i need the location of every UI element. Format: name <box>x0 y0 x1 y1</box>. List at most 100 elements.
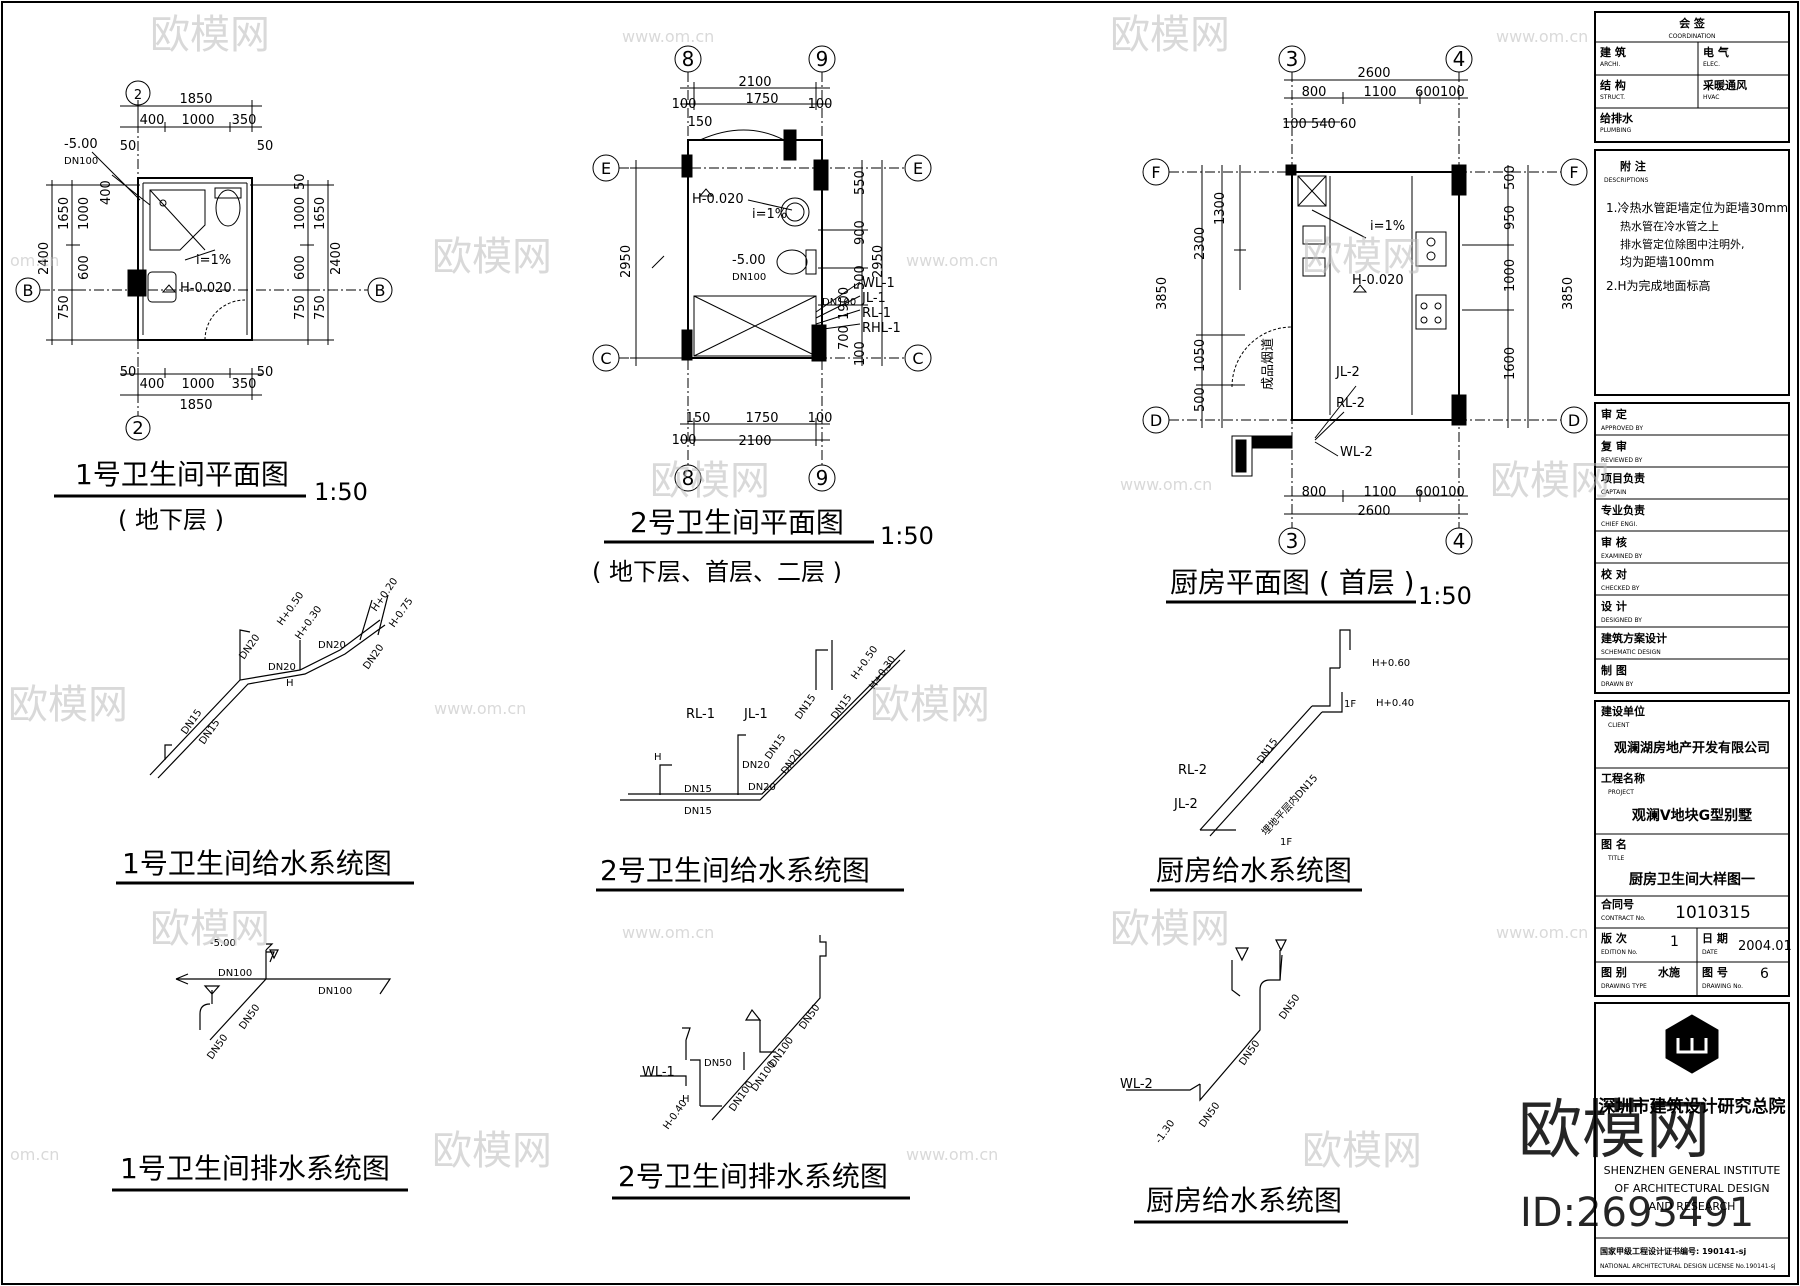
dim-1650-left: 1650 <box>57 197 72 230</box>
tb-elec-en: ELEC. <box>1703 61 1720 68</box>
tb-chief-en: CHIEF ENGI. <box>1601 521 1637 528</box>
bathroom1-plan-labels: 2 2 B B 1850 400 1000 350 50 50 400 1000… <box>23 88 386 439</box>
dim-800-bottom: 800 <box>1302 485 1327 500</box>
bathroom1-plan-title: 1号卫生间平面图 ( 地下层 ) 1:50 <box>54 458 368 534</box>
dim-600100-top: 600100 <box>1415 85 1465 100</box>
dim-3850-left: 3850 <box>1155 277 1170 310</box>
tb-contract-en: CONTRACT No. <box>1601 915 1646 922</box>
pipe-rl2: RL-2 <box>1336 396 1365 411</box>
tb-notes: 附 注 <box>1620 159 1646 173</box>
dim-150-bottom: 150 <box>686 411 711 426</box>
dim-100-bottom-right: 100 <box>808 411 833 426</box>
tb-dno-en: DRAWING No. <box>1702 983 1743 990</box>
dim-950-right: 950 <box>1503 205 1518 230</box>
dim-350-bottom: 350 <box>232 377 257 392</box>
tb-institute-en1: SHENZHEN GENERAL INSTITUTE <box>1604 1164 1781 1177</box>
tb-institute-en2: OF ARCHITECTURAL DESIGN <box>1614 1182 1769 1195</box>
b1d-m500: -5.00 <box>210 938 236 949</box>
tb-designed: 设 计 <box>1601 599 1627 613</box>
pipe-rl1: RL-1 <box>862 306 891 321</box>
b2-drain-system <box>640 935 827 1121</box>
kitchen-plan <box>1142 45 1588 555</box>
tb-examined-en: EXAMINED BY <box>1601 553 1643 560</box>
ks-1f-top: 1F <box>1344 699 1356 710</box>
watermark-site-1: www.om.cn <box>622 27 714 46</box>
title-b1-drain: 1号卫生间排水系统图 <box>120 1152 390 1185</box>
tb-dtype-en: DRAWING TYPE <box>1601 983 1647 990</box>
dim-1000-top: 1000 <box>181 113 214 128</box>
tb-coordination-en: COORDINATION <box>1669 33 1716 40</box>
dim-100-top-left: 100 <box>672 97 697 112</box>
b2d-dn50-a: DN50 <box>704 1058 732 1069</box>
k-drain-labels: WL-2 -1.30 DN50 DN50 DN50 厨房给水系统图 <box>1120 993 1348 1224</box>
tb-title-en: TITLE <box>1607 855 1624 862</box>
dim-1000-right: 1000 <box>1503 259 1518 292</box>
watermark-brand-4: 欧模网 <box>1302 234 1422 280</box>
scale-b1-plan: 1:50 <box>314 478 368 506</box>
dim-1300-left: 1300 <box>1213 192 1228 225</box>
dim-2950-left: 2950 <box>619 245 634 278</box>
tb-dtype: 图 别 <box>1601 965 1627 979</box>
watermark-site-5: www.om.cn <box>434 699 526 718</box>
dim-1750-top: 1750 <box>745 92 778 107</box>
b1-drain-system <box>175 943 392 1041</box>
tb-note1d: 均为距墙100mm <box>1620 255 1714 269</box>
tb-date-value: 2004.01 <box>1738 939 1792 954</box>
watermark-site-2: www.om.cn <box>1496 27 1588 46</box>
pipe-wl2: WL-2 <box>1340 445 1373 460</box>
dim-1650-right: 1650 <box>313 197 328 230</box>
k-supply-system <box>1199 629 1351 837</box>
axis-label-9-bottom: 9 <box>816 466 829 490</box>
tb-designed-en: DESIGNED BY <box>1601 617 1642 624</box>
dim-100-right: 100 <box>853 341 868 366</box>
axis-label-B-right: B <box>375 281 386 300</box>
pipe-dn100-b2-riser: DN100 <box>822 297 856 308</box>
axis-label-C-right: C <box>912 349 923 368</box>
watermarks: 欧模网 欧模网 欧模网 欧模网 欧模网 欧模网 欧模网 欧模网 欧模网 欧模网 … <box>8 12 1754 1236</box>
scale-k-plan: 1:50 <box>1418 582 1472 610</box>
watermark-brand-12: 欧模网 <box>1302 1128 1422 1174</box>
tb-schematic: 建筑方案设计 <box>1601 631 1667 645</box>
axis-label-E-right: E <box>913 159 923 178</box>
tb-note1a: 1.冷热水管距墙定位为距墙30mm <box>1606 200 1788 215</box>
tb-arch: 建 筑 <box>1600 45 1626 59</box>
tb-reviewed-en: REVIEWED BY <box>1601 457 1643 464</box>
tb-drawn-en: DRAWN BY <box>1601 681 1633 688</box>
b2d-h: H <box>682 1094 690 1105</box>
watermark-site-4: www.om.cn <box>1120 475 1212 494</box>
axis-bubble-B-right <box>367 277 393 303</box>
k-drain-system <box>1126 939 1287 1102</box>
tb-title: 图 名 <box>1601 837 1627 851</box>
kitchen-plan-labels: 3 4 3 4 F F D D 2600 800 1100 600100 100… <box>1150 47 1580 553</box>
ks-jl2: JL-2 <box>1173 797 1198 812</box>
axis-label-3-bottom: 3 <box>1286 529 1299 553</box>
ks-h040: H+0.40 <box>1376 698 1414 709</box>
ks-h060: H+0.60 <box>1372 658 1410 669</box>
b2s-dn20-a: DN20 <box>742 760 770 771</box>
watermark-brand-7: 欧模网 <box>8 682 128 728</box>
bathroom1-plan <box>15 80 393 441</box>
dim-900-right: 900 <box>853 220 868 245</box>
b2s-rl1: RL-1 <box>686 707 715 722</box>
tb-hvac-en: HVAC <box>1703 94 1719 101</box>
b1-supply-system <box>149 594 389 779</box>
axis-label-2-bottom: 2 <box>132 418 143 439</box>
title-b1-plan: 1号卫生间平面图 <box>75 458 289 491</box>
tb-project-value: 观澜Ⅴ地块G型别墅 <box>1632 807 1752 824</box>
slope-b2: i=1% <box>752 207 787 222</box>
title-b2-supply: 2号卫生间给水系统图 <box>600 854 870 887</box>
dim-750-right-inner: 750 <box>293 295 308 320</box>
pipe-jl2: JL-2 <box>1335 365 1360 380</box>
tb-title-value: 厨房卫生间大样图一 <box>1629 871 1755 888</box>
dim-2950-right: 2950 <box>871 245 886 278</box>
tb-date-en: DATE <box>1702 949 1718 956</box>
tb-edition: 版 次 <box>1601 931 1627 945</box>
watermark-brand-3: 欧模网 <box>432 234 552 280</box>
tb-contract: 合同号 <box>1601 897 1634 911</box>
dim-50-top-right: 50 <box>257 139 274 154</box>
title-block <box>1594 11 1790 1277</box>
dim-600-left: 600 <box>77 255 92 280</box>
ks-rl2: RL-2 <box>1178 763 1207 778</box>
floor-level: H-0.020 <box>180 281 232 296</box>
